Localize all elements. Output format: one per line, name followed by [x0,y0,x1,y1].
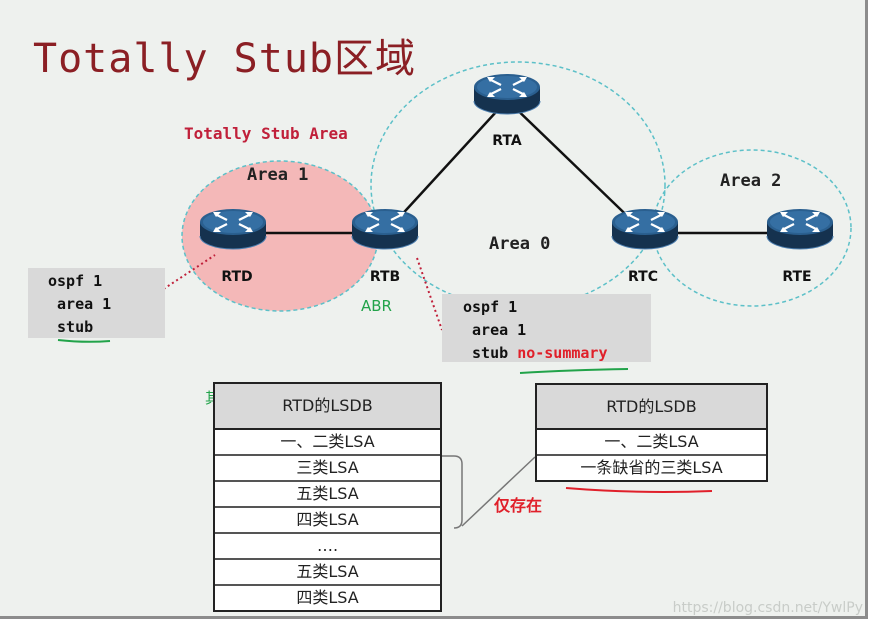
config-rtb-line2: area 1 [463,321,527,339]
link-rtb-rta [384,99,508,234]
router-rtb-icon [350,207,420,251]
router-rte-icon [765,207,835,251]
router-rtc-icon [610,207,680,251]
config-rtd-line2: area 1 [48,295,112,313]
watermark: https://blog.csdn.net/YwlPy [672,600,863,616]
lsdb-left-row: 三类LSA [215,456,440,482]
config-rtb-line1: ospf 1 [463,298,518,316]
note-only-exists: 仅存在 [494,496,543,515]
underline-no-summary [519,368,629,374]
link-rta-rtc [506,99,646,234]
leader-rtd-config [146,254,216,301]
lsdb-left-row: 一、二类LSA [215,430,440,456]
underline-default-lsa [565,487,713,493]
config-box-rtb: ospf 1 area 1 stub no-summary [442,294,651,362]
lsdb-left-row: 四类LSA [296,588,359,607]
lsdb-right-row: 一条缺省的三类LSA [580,458,723,477]
lsdb-left-header: RTD的LSDB [215,384,440,430]
router-rtd-label: RTD [221,269,253,285]
lsdb-table-right: RTD的LSDB 一、二类LSA 一条缺省的三类LSA [535,383,768,482]
router-rtc-label: RTC [628,269,658,285]
lsdb-table-left: RTD的LSDB 一、二类LSA 三类LSA 五类LSA 四类LSA …. 五类… [213,382,442,612]
router-rta-icon [472,72,542,116]
totally-stub-area-label: Totally Stub Area [184,124,348,143]
lsdb-right-row: 一、二类LSA [537,430,766,456]
config-box-rtd: ospf 1 area 1 stub [28,268,165,338]
page-title: Totally Stub区域 [33,36,416,82]
bracket-connector [428,455,536,529]
lsdb-left-row: 五类LSA [215,560,440,586]
config-rtd-line1: ospf 1 [48,272,103,290]
config-rtb-line3-prefix: stub [463,344,518,362]
lsdb-left-row: 五类LSA [215,482,440,508]
lsdb-left-row: …. [215,534,440,560]
router-rta-label: RTA [492,133,522,149]
area2-boundary [652,149,852,307]
router-rtd-icon [198,207,268,251]
config-rtd-line3: stub [48,318,94,336]
router-rtb-label: RTB [369,269,401,285]
router-rte-label: RTE [782,269,812,285]
config-rtb-line3-keyword: no-summary [517,344,608,362]
lsdb-right-header: RTD的LSDB [537,385,766,430]
underline-stub [57,339,111,343]
leader-rtb-config [416,257,443,331]
area0-label: Area 0 [489,234,551,254]
abr-label: ABR [361,297,392,315]
area1-label: Area 1 [247,165,309,185]
lsdb-left-row: 四类LSA [215,508,440,534]
area2-label: Area 2 [720,171,782,191]
